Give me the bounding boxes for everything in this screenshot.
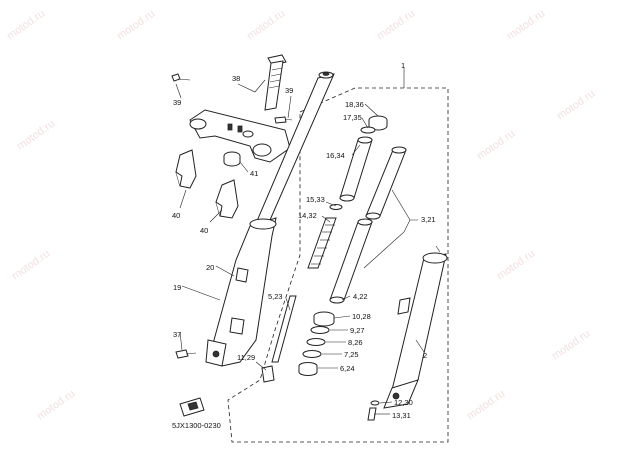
watermark-text: motod.ru bbox=[505, 8, 547, 43]
outer-tube-left bbox=[205, 71, 335, 367]
callout-1: 1 bbox=[401, 61, 405, 70]
o-ring-17-35 bbox=[360, 126, 376, 134]
watermark-text: motod.ru bbox=[115, 8, 157, 43]
oil-seal-10-28 bbox=[313, 311, 335, 327]
callout-2: 2 bbox=[423, 351, 427, 360]
bolt-13-31 bbox=[367, 407, 377, 421]
callout-15-33: 15,33 bbox=[306, 195, 325, 204]
drain-bolt-12-30 bbox=[370, 400, 380, 406]
callout-40-lower: 40 bbox=[200, 226, 208, 235]
watermark-text: motod.ru bbox=[5, 8, 47, 43]
outer-tube-right bbox=[383, 252, 448, 409]
watermark-text: motod.ru bbox=[15, 118, 57, 153]
leader-lines bbox=[175, 79, 441, 415]
callout-7-25: 7,25 bbox=[344, 350, 359, 359]
callout-labels: 1 2 19 20 37 38 39 39 40 40 41 18,36 17,… bbox=[172, 61, 436, 420]
watermark-text: motod.ru bbox=[555, 88, 597, 123]
watermark-text: motod.ru bbox=[550, 328, 592, 363]
callout-17-35: 17,35 bbox=[343, 113, 362, 122]
callout-39-left: 39 bbox=[173, 98, 181, 107]
clip-9-27 bbox=[310, 326, 330, 334]
watermark-text: motod.ru bbox=[375, 8, 417, 43]
under-bracket bbox=[189, 109, 291, 163]
damper-rod-4-22 bbox=[329, 218, 373, 304]
callout-16-34: 16,34 bbox=[326, 151, 345, 160]
spring-14-32 bbox=[307, 217, 337, 269]
callout-18-36: 18,36 bbox=[345, 100, 364, 109]
washer-15-33 bbox=[329, 204, 343, 210]
collar-41 bbox=[223, 151, 241, 167]
callout-41: 41 bbox=[250, 169, 258, 178]
callout-38: 38 bbox=[232, 74, 240, 83]
cap-bolt-18-36 bbox=[368, 115, 388, 131]
watermark-text: motod.ru bbox=[495, 248, 537, 283]
watermark-text: motod.ru bbox=[475, 128, 517, 163]
steering-stem bbox=[264, 54, 287, 111]
watermark-text: motod.ru bbox=[35, 388, 77, 423]
callout-6-24: 6,24 bbox=[340, 364, 355, 373]
callout-11-29: 11,29 bbox=[237, 353, 255, 362]
watermark-text: motod.ru bbox=[10, 248, 52, 283]
callout-8-26: 8,26 bbox=[348, 338, 363, 347]
callout-19: 19 bbox=[173, 283, 181, 292]
book-ref-icon bbox=[179, 397, 205, 417]
callout-37: 37 bbox=[173, 330, 181, 339]
bushing-7-25 bbox=[302, 350, 322, 358]
figure-code: 5JX1300-0230 bbox=[172, 421, 221, 430]
assembly-outline bbox=[227, 87, 449, 443]
watermark-text: motod.ru bbox=[465, 388, 507, 423]
callout-20: 20 bbox=[206, 263, 214, 272]
callout-3-21: 3,21 bbox=[421, 215, 436, 224]
fork-guard-40-upper bbox=[175, 149, 197, 189]
rod-5-23 bbox=[271, 295, 297, 363]
callout-9-27: 9,27 bbox=[350, 326, 365, 335]
fork-guard-40-lower bbox=[215, 179, 239, 219]
callout-13-31: 13,31 bbox=[392, 411, 411, 420]
callout-10-28: 10,28 bbox=[352, 312, 371, 321]
lock-piece-11-29 bbox=[261, 365, 275, 383]
washer-8-26 bbox=[306, 338, 326, 346]
callout-5-23: 5,23 bbox=[268, 292, 283, 301]
spacer-16-34 bbox=[339, 136, 373, 202]
callout-4-22: 4,22 bbox=[353, 292, 368, 301]
callout-12-30: 12,30 bbox=[394, 398, 413, 407]
inner-tube-3-21 bbox=[365, 146, 407, 220]
bolt-37 bbox=[175, 349, 197, 359]
callout-14-32: 14,32 bbox=[298, 211, 317, 220]
bolt-39-right bbox=[274, 116, 293, 124]
callout-40-upper: 40 bbox=[172, 211, 180, 220]
callout-39-right: 39 bbox=[285, 86, 293, 95]
watermark-text: motod.ru bbox=[245, 8, 287, 43]
bushing-6-24 bbox=[298, 362, 318, 376]
bolt-39-left bbox=[171, 73, 191, 82]
